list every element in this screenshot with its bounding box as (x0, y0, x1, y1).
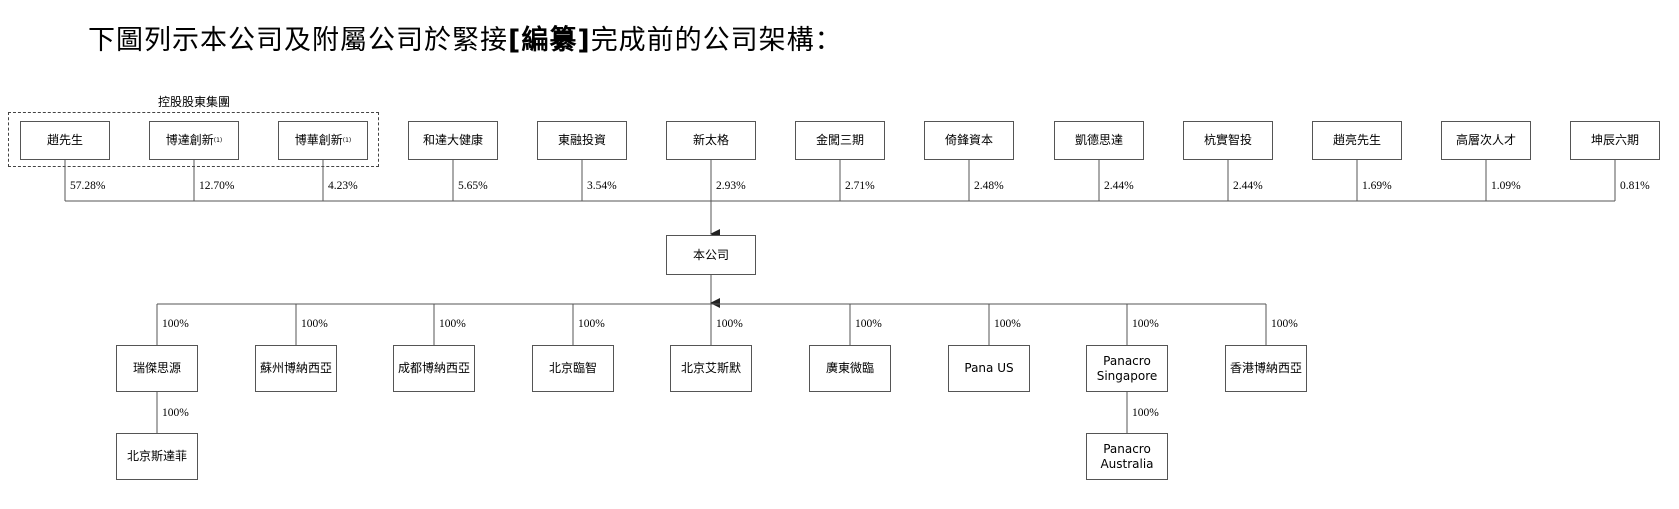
shareholding-pct-1: 57.28% (70, 180, 106, 192)
subsidiary-7-label: Pana US (964, 361, 1014, 375)
subsidiary-8: Panacro Singapore (1086, 345, 1168, 392)
subsidiary-pct-9: 100% (1271, 318, 1298, 330)
company-box-label: 本公司 (692, 247, 729, 262)
shareholder-1: 趙先生 (20, 121, 110, 160)
subsidiary-5-label: 北京艾斯默 (680, 361, 741, 375)
shareholder-4: 和達大健康 (408, 121, 498, 160)
subsidiary-pct-5: 100% (716, 318, 743, 330)
shareholder-6-label: 新太格 (692, 133, 729, 147)
shareholder-5-label: 東融投資 (557, 133, 606, 147)
shareholder-11-label: 趙亮先生 (1332, 133, 1381, 147)
shareholding-pct-12: 1.09% (1491, 180, 1521, 192)
controlling-group-label: 控股股東集團 (158, 95, 231, 109)
shareholder-9-label: 凱德思達 (1074, 133, 1123, 147)
shareholding-pct-3: 4.23% (328, 180, 358, 192)
shareholder-2-label: 博達創新 (165, 133, 214, 147)
shareholding-pct-9: 2.44% (1104, 180, 1134, 192)
page-title: 下圖列示本公司及附屬公司於緊接[編纂]完成前的公司架構： (88, 18, 843, 57)
shareholder-2-footnote: (1) (213, 137, 223, 144)
shareholder-12-label: 高層次人才 (1455, 133, 1516, 147)
shareholder-3-label: 博華創新 (294, 133, 343, 147)
subsidiary-1: 瑞傑思源 (116, 345, 198, 392)
shareholder-4-label: 和達大健康 (422, 133, 483, 147)
subsidiary-pct-3: 100% (439, 318, 466, 330)
sub-subsidiary-pct-2: 100% (1132, 407, 1159, 419)
subsidiary-4: 北京臨智 (532, 345, 614, 392)
subsidiary-4-label: 北京臨智 (548, 361, 597, 375)
subsidiary-2: 蘇州博納西亞 (255, 345, 337, 392)
subsidiary-6-label: 廣東微臨 (825, 361, 874, 375)
shareholding-pct-13: 0.81% (1620, 180, 1650, 192)
title-text-pre: 下圖列示本公司及附屬公司於緊接 (88, 25, 508, 56)
shareholder-13-label: 坤辰六期 (1590, 133, 1639, 147)
sub-subsidiary-2: Panacro Australia (1086, 433, 1168, 480)
shareholder-12: 高層次人才 (1441, 121, 1531, 160)
subsidiary-3-label: 成都博納西亞 (397, 361, 470, 375)
subsidiary-9-label: 香港博納西亞 (1229, 361, 1302, 375)
shareholder-7-label: 金闖三期 (815, 133, 864, 147)
shareholder-11: 趙亮先生 (1312, 121, 1402, 160)
shareholder-8: 倚鋒資本 (924, 121, 1014, 160)
shareholder-5: 東融投資 (537, 121, 627, 160)
sub-subsidiary-1: 北京斯達菲 (116, 433, 198, 480)
shareholder-6: 新太格 (666, 121, 756, 160)
subsidiary-6: 廣東微臨 (809, 345, 891, 392)
company-box: 本公司 (666, 235, 756, 275)
shareholder-3: 博華創新(1) (278, 121, 368, 160)
subsidiary-pct-2: 100% (301, 318, 328, 330)
subsidiary-2-label: 蘇州博納西亞 (259, 361, 332, 375)
subsidiary-pct-8: 100% (1132, 318, 1159, 330)
subsidiary-9: 香港博納西亞 (1225, 345, 1307, 392)
shareholding-pct-6: 2.93% (716, 180, 746, 192)
title-text-post: 完成前的公司架構： (590, 25, 843, 56)
shareholder-10-label: 杭實智投 (1203, 133, 1252, 147)
subsidiary-pct-6: 100% (855, 318, 882, 330)
sub-subsidiary-1-label: 北京斯達菲 (126, 449, 187, 463)
title-text-bold: [編纂] (508, 25, 591, 56)
subsidiary-pct-4: 100% (578, 318, 605, 330)
shareholding-pct-8: 2.48% (974, 180, 1004, 192)
shareholding-pct-4: 5.65% (458, 180, 488, 192)
sub-subsidiary-2-label: Panacro Australia (1100, 441, 1154, 471)
shareholding-pct-11: 1.69% (1362, 180, 1392, 192)
shareholder-2: 博達創新(1) (149, 121, 239, 160)
subsidiary-1-label: 瑞傑思源 (132, 361, 181, 375)
shareholder-13: 坤辰六期 (1570, 121, 1660, 160)
subsidiary-7: Pana US (948, 345, 1030, 392)
shareholder-9: 凱德思達 (1054, 121, 1144, 160)
shareholding-pct-5: 3.54% (587, 180, 617, 192)
subsidiary-8-label: Panacro Singapore (1096, 353, 1158, 383)
sub-subsidiary-pct-1: 100% (162, 407, 189, 419)
shareholder-3-footnote: (1) (342, 137, 352, 144)
shareholder-10: 杭實智投 (1183, 121, 1273, 160)
shareholding-pct-10: 2.44% (1233, 180, 1263, 192)
shareholder-8-label: 倚鋒資本 (944, 133, 993, 147)
shareholder-7: 金闖三期 (795, 121, 885, 160)
subsidiary-pct-7: 100% (994, 318, 1021, 330)
subsidiary-3: 成都博納西亞 (393, 345, 475, 392)
shareholding-pct-2: 12.70% (199, 180, 235, 192)
subsidiary-pct-1: 100% (162, 318, 189, 330)
shareholder-1-label: 趙先生 (46, 133, 83, 147)
subsidiary-5: 北京艾斯默 (670, 345, 752, 392)
shareholding-pct-7: 2.71% (845, 180, 875, 192)
